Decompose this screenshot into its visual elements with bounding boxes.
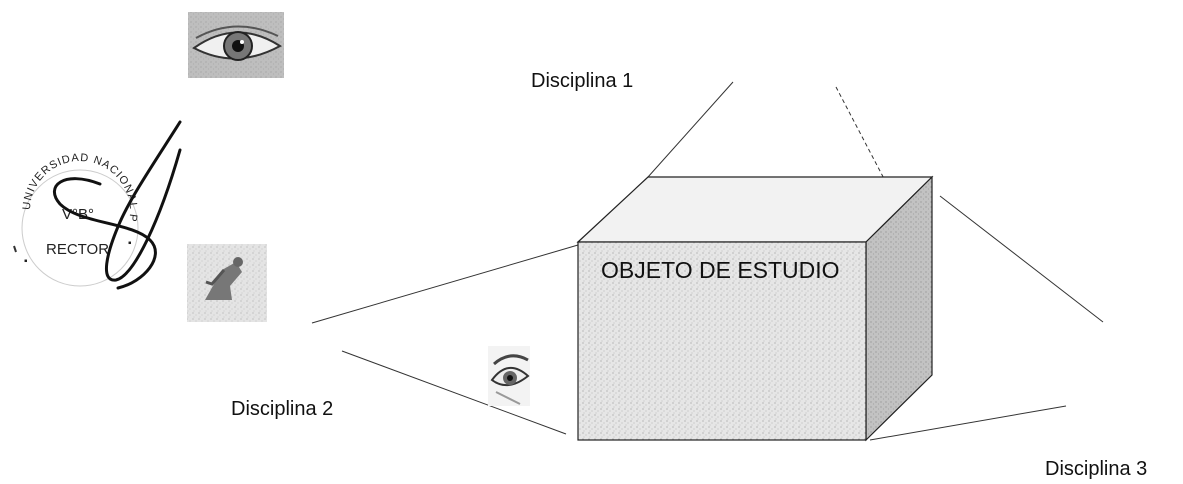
svg-text:▪: ▪: [128, 238, 132, 249]
handwritten-signature: [13, 120, 182, 290]
seal-center-rector: RECTOR: [46, 241, 109, 258]
sight-line-d1-right-dashed: [835, 86, 903, 214]
seal-ring-text: UNIVERSIDAD NACIONAL PEDRO RUIZ GALLO: [0, 0, 138, 223]
university-seal-stamp: UNIVERSIDAD NACIONAL PEDRO RUIZ GALLO V°…: [0, 0, 139, 287]
cube-front-face: [577, 241, 867, 441]
object-of-study-label: OBJETO DE ESTUDIO: [601, 257, 840, 283]
object-cube: [576, 175, 934, 442]
sight-line-d2-bottom: [341, 350, 567, 435]
discipline-3-label: Disciplina 3: [1045, 458, 1148, 480]
sight-line-d1-left: [647, 81, 734, 178]
discipline-2-label: Disciplina 2: [231, 398, 334, 420]
svg-text:UNIVERSIDAD NACIONAL PEDRO RUI: UNIVERSIDAD NACIONAL PEDRO RUIZ GALLO: [0, 0, 139, 223]
discipline-1-label: Disciplina 1: [531, 70, 634, 92]
svg-text:▪: ▪: [24, 256, 28, 267]
figure-image-middle: [187, 244, 267, 322]
sight-line-d2-top: [311, 244, 579, 324]
eye-image-top: [188, 12, 284, 78]
sight-line-d3-top: [939, 195, 1104, 323]
sight-line-d3-bottom: [869, 405, 1067, 441]
eye-image-small: [488, 346, 530, 406]
